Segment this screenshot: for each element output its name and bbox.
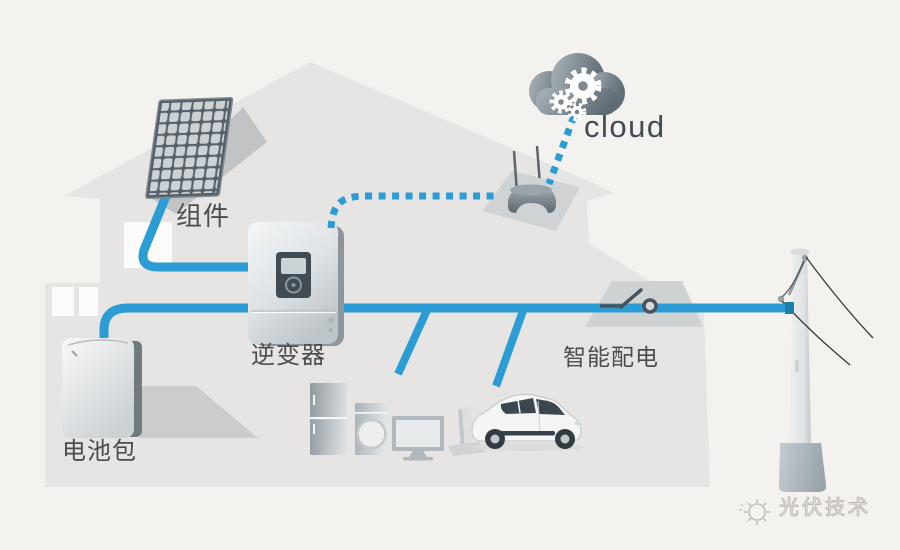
monitor-icon [392, 416, 444, 461]
appliances [310, 383, 444, 461]
power-lines [99, 194, 789, 388]
router-icon [482, 145, 580, 231]
battery-icon [62, 338, 258, 438]
main-bus-line [99, 303, 789, 344]
grid-connection-cap [785, 302, 794, 314]
solar-panel-icon [145, 97, 234, 199]
ev-car-icon [471, 393, 584, 451]
window-small-1 [52, 287, 74, 316]
label-battery: 电池包 [62, 438, 137, 465]
pv-to-inverter-line [138, 194, 258, 272]
inverter-icon [248, 222, 344, 346]
label-cloud: cloud [584, 109, 666, 144]
fridge-icon [310, 383, 347, 455]
utility-pole-icon [777, 248, 874, 492]
label-inverter: 逆变器 [251, 342, 326, 369]
branch-ev-line [492, 306, 528, 388]
cloud-icon [529, 53, 625, 122]
label-watermark: 光伏技术 [779, 497, 871, 519]
label-pv-module: 组件 [176, 201, 231, 231]
switch-icon [600, 288, 658, 314]
washer-icon [355, 403, 388, 455]
sun-logo-icon [739, 499, 770, 525]
inverter-to-router-link [327, 192, 499, 229]
data-links [327, 114, 578, 229]
window-small-2 [79, 287, 98, 316]
branch-appliances-line [394, 306, 432, 376]
label-smart-distribution: 智能配电 [563, 344, 659, 370]
gear-icon [549, 67, 602, 122]
router-to-cloud-link [545, 114, 578, 186]
